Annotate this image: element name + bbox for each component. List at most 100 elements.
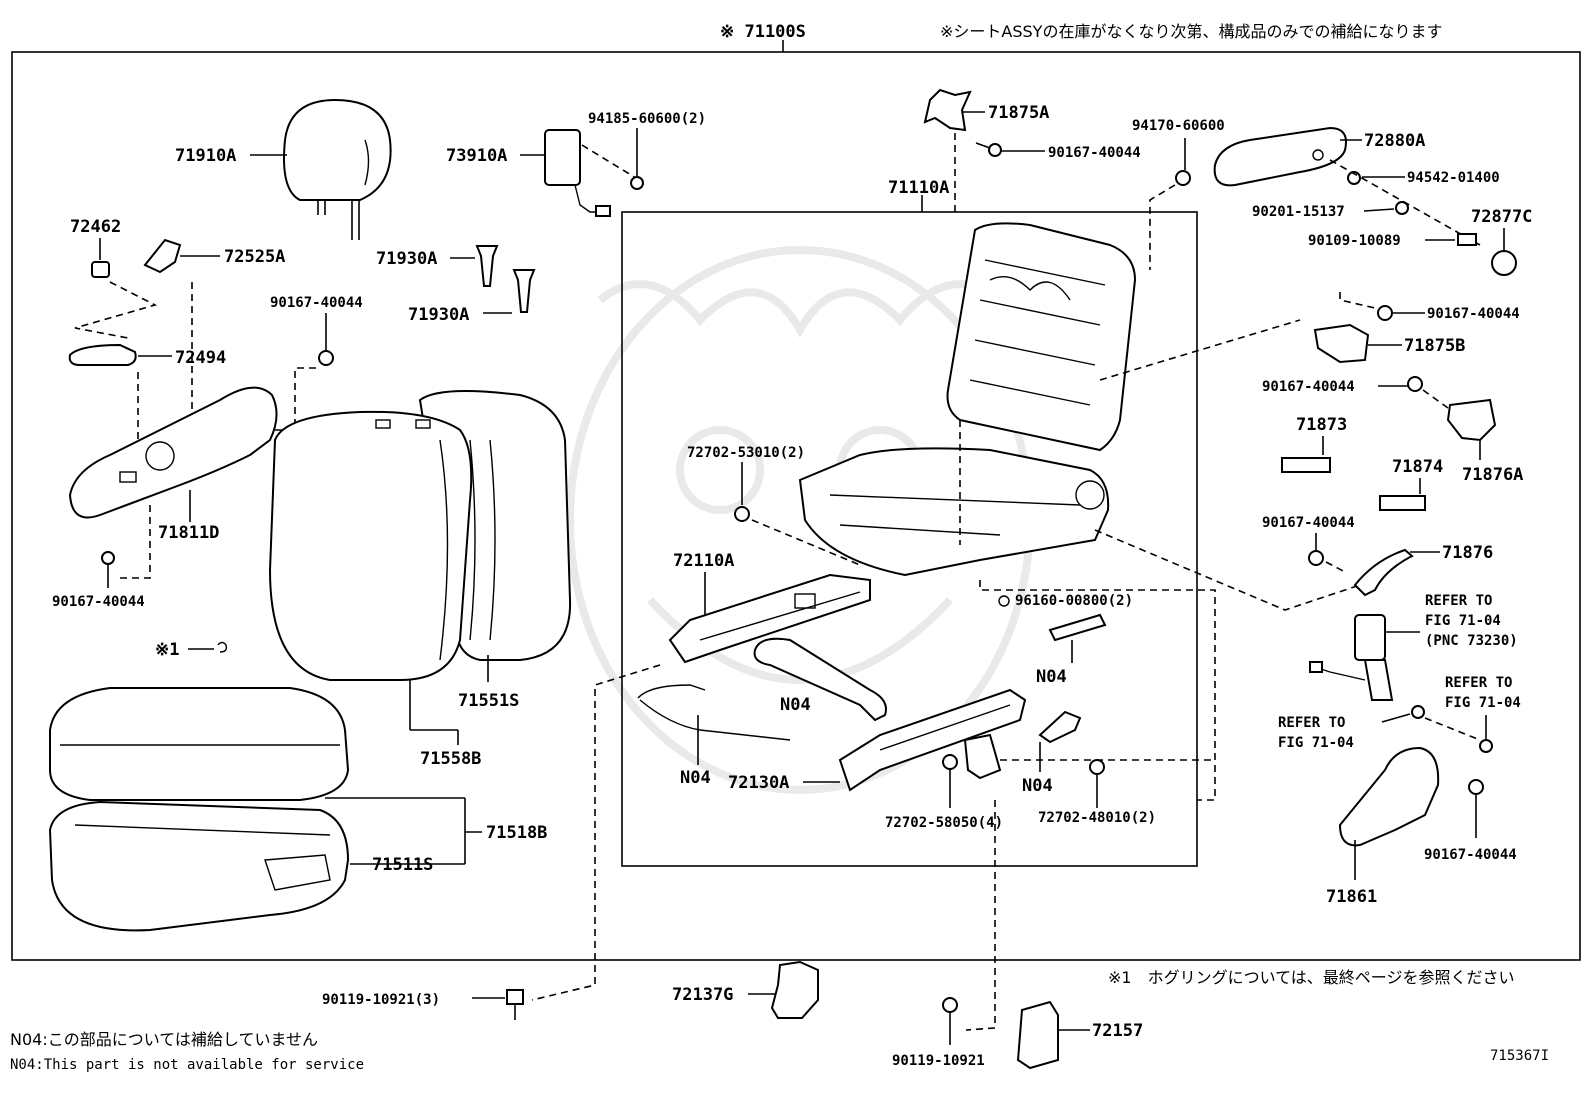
label-refer-3b: FIG 71-04 bbox=[1445, 695, 1521, 711]
label-90167-40044-top: 90167-40044 bbox=[1048, 145, 1141, 161]
bolt-icon bbox=[1468, 779, 1484, 795]
label-72702-48010: 72702-48010(2) bbox=[1038, 810, 1156, 826]
bolt-icon bbox=[1457, 233, 1477, 246]
label-refer-3a: REFER TO bbox=[1445, 675, 1512, 691]
n04-note-jp: N04:この部品については補給していません bbox=[10, 1030, 318, 1049]
side-cover-71811D bbox=[68, 386, 278, 519]
label-N04-3: N04 bbox=[1036, 667, 1067, 687]
bolt-icon bbox=[101, 551, 115, 565]
label-71551S: 71551S bbox=[458, 691, 519, 711]
bolt-icon bbox=[734, 506, 750, 522]
label-90167-40044-r1: 90167-40044 bbox=[1427, 306, 1520, 322]
ring-mark: ※1 bbox=[155, 640, 179, 660]
cover-71875B bbox=[1313, 323, 1370, 364]
seat-frame-71110A bbox=[798, 222, 1137, 577]
label-90167-40044-r3: 90167-40044 bbox=[1262, 515, 1355, 531]
label-71875A: 71875A bbox=[988, 103, 1049, 123]
label-72494: 72494 bbox=[175, 348, 226, 368]
bolt-icon bbox=[942, 997, 958, 1013]
label-refer-1b: FIG 71-04 bbox=[1425, 613, 1501, 629]
label-N04-4: N04 bbox=[1022, 776, 1053, 796]
bracket-71876 bbox=[1353, 548, 1414, 597]
seatback-cover-71551S bbox=[268, 410, 473, 681]
handle-bar-N04 bbox=[753, 637, 887, 722]
label-71930A-1: 71930A bbox=[376, 249, 437, 269]
label-71518B: 71518B bbox=[486, 823, 547, 843]
cover-72157 bbox=[1016, 1000, 1059, 1070]
label-71874: 71874 bbox=[1392, 457, 1443, 477]
bolt-icon bbox=[1377, 305, 1393, 321]
recliner-cover-71861 bbox=[1338, 746, 1440, 847]
label-71861: 71861 bbox=[1326, 887, 1377, 907]
nut-icon bbox=[630, 176, 644, 190]
label-72157: 72157 bbox=[1092, 1021, 1143, 1041]
nut-icon bbox=[1175, 170, 1191, 186]
bolt-icon bbox=[988, 143, 1002, 157]
label-72880A: 72880A bbox=[1364, 131, 1425, 151]
label-72110A: 72110A bbox=[673, 551, 734, 571]
label-94185-60600: 94185-60600(2) bbox=[588, 111, 706, 127]
label-71930A-2: 71930A bbox=[408, 305, 469, 325]
clip-icon bbox=[998, 595, 1010, 607]
cap-72877C bbox=[1491, 250, 1517, 276]
nut-icon bbox=[1479, 739, 1493, 753]
figure-id: 715367I bbox=[1490, 1048, 1549, 1064]
lever-72525A bbox=[143, 238, 182, 274]
label-72877C: 72877C bbox=[1471, 207, 1532, 227]
label-90119-10921: 90119-10921 bbox=[892, 1053, 985, 1069]
bolt-icon bbox=[942, 754, 958, 770]
label-72702-53010: 72702-53010(2) bbox=[687, 445, 805, 461]
pin-71930A bbox=[512, 269, 536, 313]
wire-N04 bbox=[637, 684, 791, 741]
label-96160-00800: 96160-00800(2) bbox=[1015, 593, 1133, 609]
label-90167-40044-left: 90167-40044 bbox=[52, 594, 145, 610]
label-90109-10089: 90109-10089 bbox=[1308, 233, 1401, 249]
label-72462: 72462 bbox=[70, 217, 121, 237]
bolt-icon bbox=[1089, 759, 1105, 775]
seat-cushion-pad-71511S bbox=[48, 800, 350, 932]
bolt-icon bbox=[1407, 376, 1423, 392]
seat-rail-72130A bbox=[838, 688, 1027, 792]
nut-icon bbox=[1411, 705, 1425, 719]
pin-71930A bbox=[475, 245, 499, 287]
label-71876: 71876 bbox=[1442, 543, 1493, 563]
label-90201-15137: 90201-15137 bbox=[1252, 204, 1345, 220]
label-90167-40044-r2: 90167-40044 bbox=[1262, 379, 1355, 395]
label-94170-60600: 94170-60600 bbox=[1132, 118, 1225, 134]
hog-ring-icon bbox=[217, 641, 228, 653]
label-N04-2: N04 bbox=[680, 768, 711, 788]
n04-note-en: N04:This part is not available for servi… bbox=[10, 1057, 364, 1073]
label-refer-1a: REFER TO bbox=[1425, 593, 1492, 609]
label-72525A: 72525A bbox=[224, 247, 285, 267]
bracket-71873 bbox=[1281, 457, 1331, 473]
washer-icon bbox=[1395, 201, 1409, 215]
label-72137G: 72137G bbox=[672, 985, 733, 1005]
label-73910A: 73910A bbox=[446, 146, 507, 166]
handle-72494 bbox=[68, 343, 137, 366]
label-71873: 71873 bbox=[1296, 415, 1347, 435]
label-71875B: 71875B bbox=[1404, 336, 1465, 356]
seat-cushion-cover-71518B bbox=[49, 687, 350, 801]
cover-71875A bbox=[923, 88, 972, 132]
armrest-72880A bbox=[1213, 126, 1347, 187]
label-72130A: 72130A bbox=[728, 773, 789, 793]
inner-frame bbox=[621, 211, 1198, 867]
label-refer-1c: (PNC 73230) bbox=[1425, 633, 1518, 649]
label-94542-01400: 94542-01400 bbox=[1407, 170, 1500, 186]
label-71511S: 71511S bbox=[372, 855, 433, 875]
label-71558B: 71558B bbox=[420, 749, 481, 769]
label-refer-2a: REFER TO bbox=[1278, 715, 1345, 731]
label-71876A: 71876A bbox=[1462, 465, 1523, 485]
label-71910A: 71910A bbox=[175, 146, 236, 166]
label-71811D: 71811D bbox=[158, 523, 219, 543]
bracket-71874 bbox=[1379, 495, 1426, 511]
label-71110A: 71110A bbox=[888, 178, 949, 198]
label-90167-40044-mid: 90167-40044 bbox=[270, 295, 363, 311]
airbag-73910A bbox=[544, 129, 611, 217]
bracket-N04 bbox=[1038, 710, 1082, 744]
cover-71876A bbox=[1446, 398, 1497, 442]
headrest-71910A bbox=[283, 98, 392, 240]
label-refer-2b: FIG 71-04 bbox=[1278, 735, 1354, 751]
